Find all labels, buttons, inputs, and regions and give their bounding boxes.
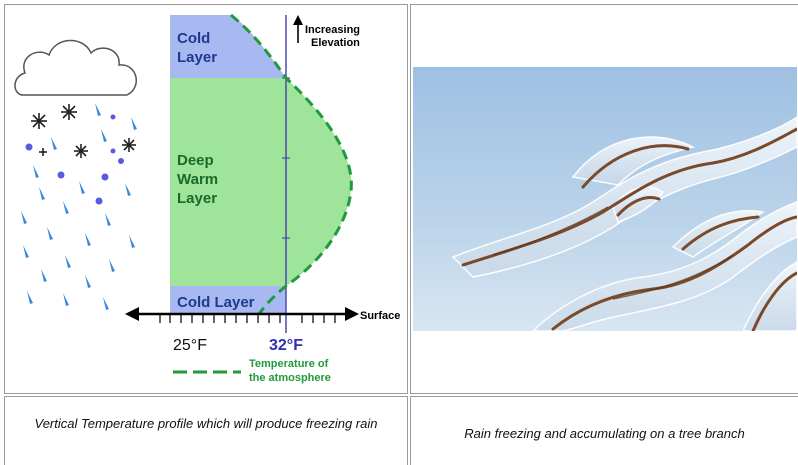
- surface-label: Surface: [360, 310, 400, 322]
- surface-axis: [125, 307, 359, 323]
- snowflake-icons: [31, 104, 136, 158]
- snowflake-icon: [122, 138, 136, 152]
- top-cold-label-2: Layer: [177, 49, 217, 66]
- left-caption-cell: Vertical Temperature profile which will …: [4, 396, 408, 465]
- snowflake-icon: [31, 113, 47, 129]
- temperature-curve: [230, 13, 353, 315]
- ice-covered-branch-photo: [413, 67, 797, 331]
- tick-32-label: 32°F: [269, 337, 303, 354]
- left-caption: Vertical Temperature profile which will …: [34, 416, 378, 431]
- bottom-cold-label: Cold Layer: [177, 294, 255, 311]
- raindrop-icons: [21, 103, 137, 310]
- right-caption: Rain freezing and accumulating on a tree…: [464, 426, 745, 441]
- snowflake-icon: [39, 148, 47, 156]
- freezing-rain-diagram: Cold Layer Deep Warm Layer Cold Layer In…: [14, 13, 400, 384]
- warm-label-3: Layer: [177, 190, 217, 207]
- photo-cell: [410, 4, 798, 394]
- tick-25-label: 25°F: [173, 337, 207, 354]
- cloud-icon: [14, 39, 137, 96]
- cold-layer-top-curve-mask: [233, 15, 286, 78]
- warm-label-1: Deep: [177, 152, 214, 169]
- sleet-icons: [25, 114, 124, 205]
- elevation-arrow-icon: [293, 15, 303, 43]
- elevation-label-2: Elevation: [311, 37, 360, 49]
- legend-label-1: Temperature of: [249, 358, 329, 370]
- snowflake-icon: [61, 104, 77, 120]
- warm-label-2: Warm: [177, 171, 218, 188]
- warm-layer: [170, 78, 286, 286]
- right-caption-cell: Rain freezing and accumulating on a tree…: [410, 396, 798, 465]
- top-cold-label-1: Cold: [177, 30, 210, 47]
- elevation-label-1: Increasing: [305, 24, 360, 36]
- legend-label-2: the atmosphere: [249, 372, 331, 384]
- diagram-cell: Cold Layer Deep Warm Layer Cold Layer In…: [4, 4, 408, 394]
- snowflake-icon: [74, 144, 88, 158]
